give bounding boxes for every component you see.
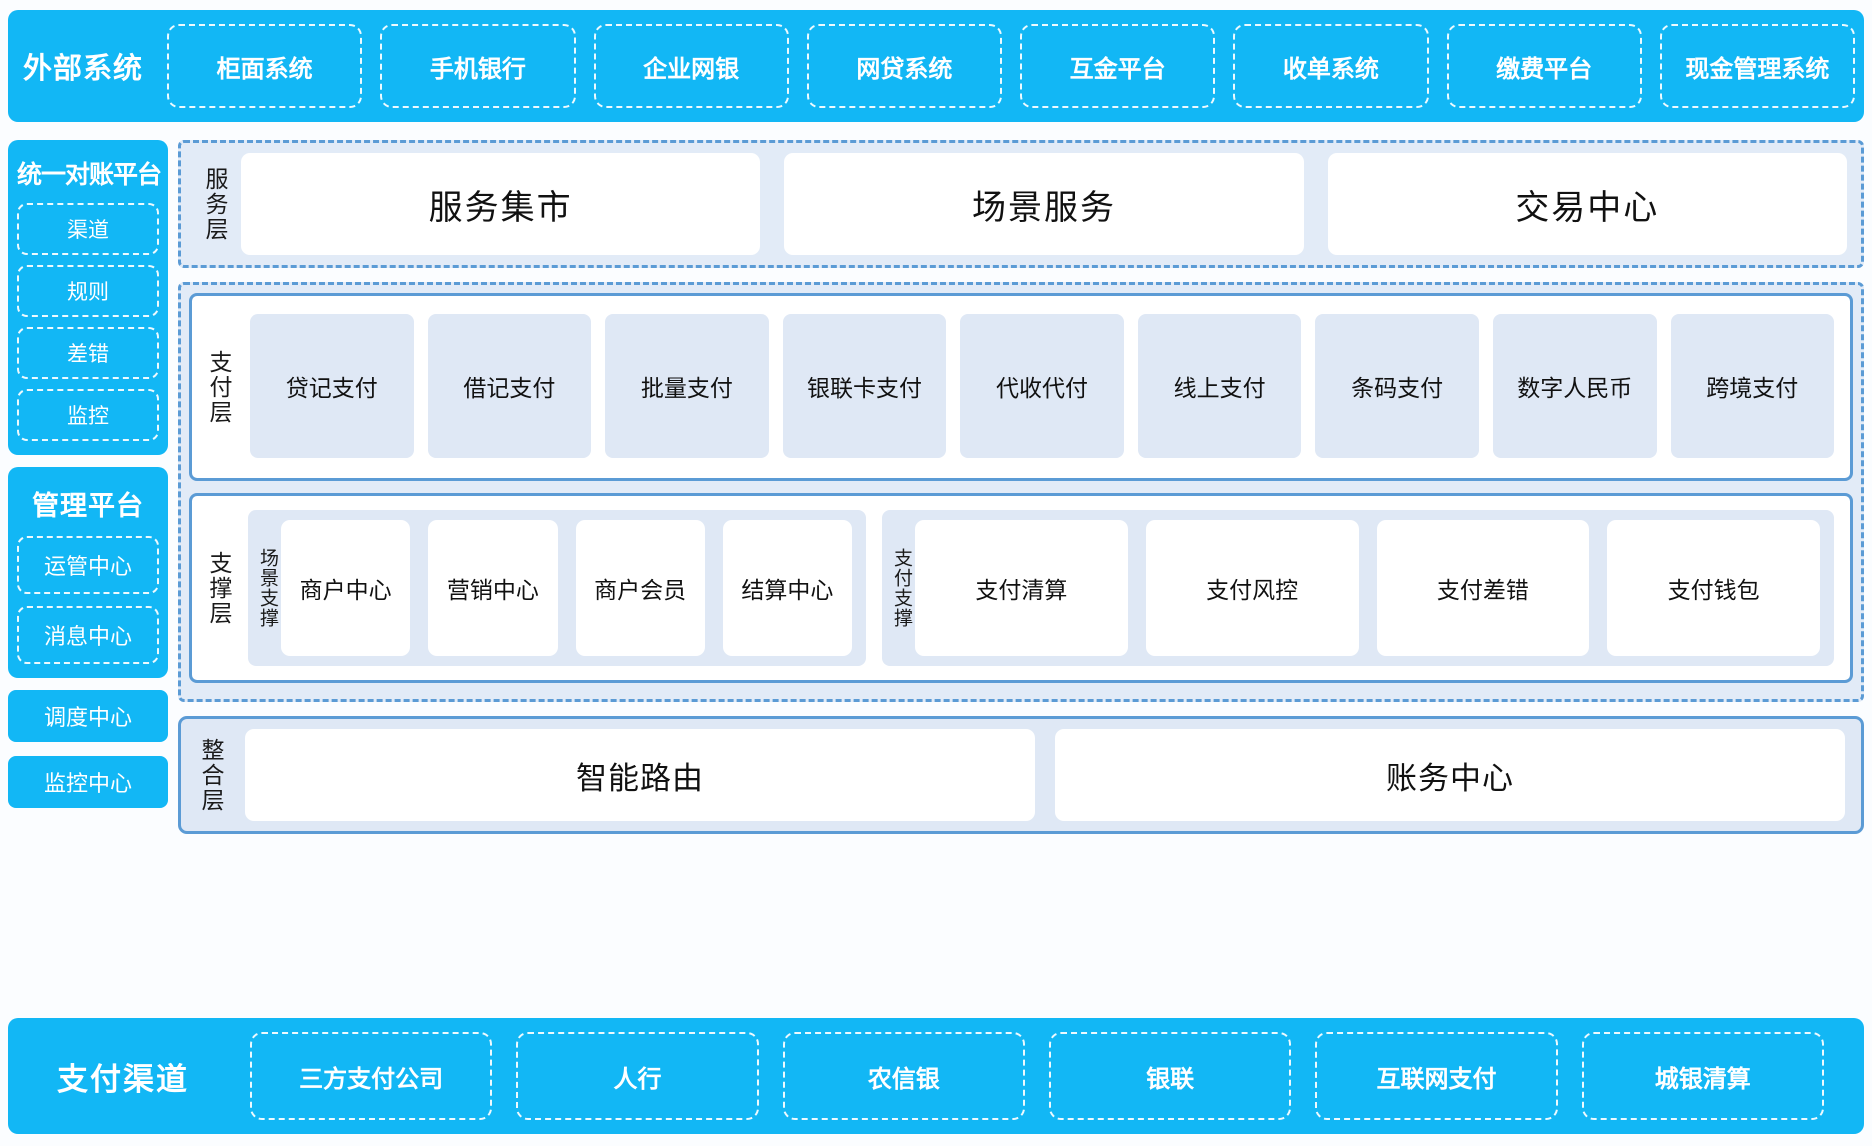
payment-support-group: 支付支撑 支付清算 支付风控 支付差错 支付钱包 — [882, 510, 1834, 666]
sidebar-item-operations-center[interactable]: 运管中心 — [17, 536, 159, 594]
payment-layer-label: 支付层 — [206, 349, 232, 425]
external-systems-band: 外部系统 柜面系统 手机银行 企业网银 网贷系统 互金平台 收单系统 缴费平台 … — [8, 10, 1864, 122]
support-layer-label: 支撑层 — [206, 550, 232, 626]
sidebar-item-channel[interactable]: 渠道 — [17, 203, 159, 255]
reconciliation-platform-title: 统一对账平台 — [17, 161, 162, 189]
support-card-settlement-center[interactable]: 结算中心 — [722, 520, 852, 656]
payment-channel-chip[interactable]: 农信银 — [782, 1032, 1025, 1120]
external-system-chip[interactable]: 互金平台 — [1020, 24, 1216, 108]
external-system-chip[interactable]: 现金管理系统 — [1659, 24, 1855, 108]
service-layer-group: 服务层 服务集市 场景服务 交易中心 — [178, 140, 1864, 268]
external-system-chip[interactable]: 企业网银 — [593, 24, 789, 108]
main-architecture-column: 服务层 服务集市 场景服务 交易中心 支付层 贷记支付 借记支付 批量支付 银联… — [178, 140, 1864, 834]
sidebar-item-rule[interactable]: 规则 — [17, 265, 159, 317]
external-system-chip[interactable]: 柜面系统 — [167, 24, 363, 108]
scene-support-cards: 商户中心 营销中心 商户会员 结算中心 — [281, 520, 852, 656]
integration-layer-items: 智能路由 账务中心 — [237, 729, 1845, 821]
external-systems-items: 柜面系统 手机银行 企业网银 网贷系统 互金平台 收单系统 缴费平台 现金管理系… — [158, 10, 1864, 122]
payment-layer-items: 贷记支付 借记支付 批量支付 银联卡支付 代收代付 线上支付 条码支付 数字人民… — [246, 296, 1850, 478]
integration-card-accounting-center[interactable]: 账务中心 — [1055, 729, 1845, 821]
payment-card-debit[interactable]: 借记支付 — [427, 314, 592, 458]
support-card-payment-wallet[interactable]: 支付钱包 — [1607, 520, 1820, 656]
service-layer-label: 服务层 — [202, 166, 228, 242]
support-card-payment-risk[interactable]: 支付风控 — [1145, 520, 1359, 656]
integration-layer-panel: 整合层 智能路由 账务中心 — [178, 716, 1864, 834]
sidebar-tile-monitoring-center[interactable]: 监控中心 — [8, 756, 168, 808]
support-card-marketing-center[interactable]: 营销中心 — [428, 520, 558, 656]
sidebar-item-error[interactable]: 差错 — [17, 327, 159, 379]
payment-channel-chip[interactable]: 三方支付公司 — [250, 1032, 493, 1120]
external-system-chip[interactable]: 缴费平台 — [1446, 24, 1642, 108]
sidebar-tile-scheduling-center[interactable]: 调度中心 — [8, 690, 168, 742]
service-layer-items: 服务集市 场景服务 交易中心 — [241, 151, 1853, 257]
support-layer-panel: 支撑层 场景支撑 商户中心 营销中心 商户会员 结算中心 支付支撑 — [189, 493, 1853, 683]
support-card-merchant-member[interactable]: 商户会员 — [575, 520, 705, 656]
payment-channels-title: 支付渠道 — [57, 1061, 189, 1097]
payment-card-batch[interactable]: 批量支付 — [605, 314, 769, 458]
external-systems-title: 外部系统 — [22, 53, 143, 85]
payment-card-online[interactable]: 线上支付 — [1137, 314, 1302, 458]
payment-channel-chip[interactable]: 城银清算 — [1581, 1032, 1824, 1120]
payment-channel-chip[interactable]: 人行 — [516, 1032, 759, 1120]
service-card-scenario[interactable]: 场景服务 — [784, 153, 1304, 255]
payment-card-credit[interactable]: 贷记支付 — [250, 314, 414, 458]
integration-layer-label: 整合层 — [198, 737, 224, 813]
reconciliation-platform-panel: 统一对账平台 渠道 规则 差错 监控 — [8, 140, 168, 455]
payment-card-cross-border[interactable]: 跨境支付 — [1670, 314, 1835, 458]
payment-layer-panel: 支付层 贷记支付 借记支付 批量支付 银联卡支付 代收代付 线上支付 条码支付 … — [189, 293, 1853, 481]
external-system-chip[interactable]: 手机银行 — [380, 24, 576, 108]
payment-channel-chip[interactable]: 银联 — [1048, 1032, 1292, 1120]
core-layers-group: 支付层 贷记支付 借记支付 批量支付 银联卡支付 代收代付 线上支付 条码支付 … — [178, 282, 1864, 702]
external-system-chip[interactable]: 收单系统 — [1233, 24, 1429, 108]
payment-card-collection-payment[interactable]: 代收代付 — [960, 314, 1124, 458]
management-platform-panel: 管理平台 运管中心 消息中心 — [8, 467, 168, 678]
payment-support-label: 支付支撑 — [891, 548, 912, 628]
payment-channels-band: 支付渠道 三方支付公司 人行 农信银 银联 互联网支付 城银清算 — [8, 1018, 1864, 1134]
service-card-marketplace[interactable]: 服务集市 — [241, 153, 761, 255]
support-card-payment-clearing[interactable]: 支付清算 — [915, 520, 1128, 656]
scene-support-label: 场景支撑 — [257, 548, 278, 628]
scene-support-group: 场景支撑 商户中心 营销中心 商户会员 结算中心 — [248, 510, 866, 666]
sidebar-item-message-center[interactable]: 消息中心 — [17, 606, 159, 664]
payment-card-barcode[interactable]: 条码支付 — [1315, 314, 1479, 458]
payment-card-unionpay[interactable]: 银联卡支付 — [782, 314, 947, 458]
management-platform-title: 管理平台 — [32, 491, 144, 521]
sidebar-item-monitor[interactable]: 监控 — [17, 389, 159, 441]
payment-channel-chip[interactable]: 互联网支付 — [1315, 1032, 1558, 1120]
external-system-chip[interactable]: 网贷系统 — [806, 24, 1002, 108]
support-layer-body: 场景支撑 商户中心 营销中心 商户会员 结算中心 支付支撑 支付清算 支付风控 — [246, 496, 1850, 680]
payment-card-digital-rmb[interactable]: 数字人民币 — [1492, 314, 1657, 458]
support-card-payment-error[interactable]: 支付差错 — [1376, 520, 1590, 656]
service-card-transaction-center[interactable]: 交易中心 — [1327, 153, 1847, 255]
support-card-merchant-center[interactable]: 商户中心 — [281, 520, 411, 656]
payment-channels-items: 三方支付公司 人行 农信银 银联 互联网支付 城银清算 — [238, 1018, 1864, 1134]
left-sidebar: 统一对账平台 渠道 规则 差错 监控 管理平台 运管中心 消息中心 调度中心 监… — [8, 140, 168, 822]
payment-support-cards: 支付清算 支付风控 支付差错 支付钱包 — [915, 520, 1820, 656]
integration-card-smart-routing[interactable]: 智能路由 — [245, 729, 1035, 821]
